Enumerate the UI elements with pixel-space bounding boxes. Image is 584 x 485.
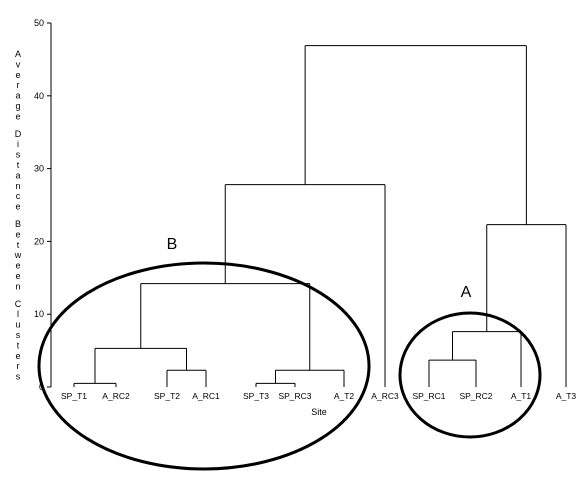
leaf-label: SP_T2	[154, 391, 180, 401]
leaf-label: A_RC2	[102, 391, 130, 401]
leaf-label: SP_T3	[243, 391, 269, 401]
y-tick-label: 50	[34, 18, 44, 28]
leaf-label: SP_T1	[61, 391, 87, 401]
y-tick-label: 30	[34, 164, 44, 174]
leaf-label: A_T1	[511, 391, 532, 401]
dendrogram-links	[73, 45, 567, 387]
leaf-label: SP_RC1	[412, 391, 445, 401]
leaf-label: A_RC1	[192, 391, 220, 401]
cluster-ellipse	[398, 311, 542, 439]
cluster-label: A	[461, 284, 472, 301]
leaf-labels: SP_T1 A_RC2 SP_T2 A_RC1 SP_T3 SP_RC3 A_T2 A_RC3…	[61, 391, 576, 401]
y-tick-label: 10	[34, 309, 44, 319]
leaf-label: SP_RC3	[278, 391, 311, 401]
leaf-label: SP_RC2	[459, 391, 492, 401]
leaf-label: A_RC3	[371, 391, 399, 401]
cluster-ellipse	[37, 261, 371, 471]
leaf-label: A_T2	[334, 391, 355, 401]
x-axis-title: Site	[311, 407, 327, 417]
cluster-annotations: BA	[37, 236, 542, 471]
leaf-label: A_T3	[556, 391, 577, 401]
y-tick-label: 40	[34, 91, 44, 101]
cluster-label: B	[167, 236, 178, 253]
y-tick-label: 20	[34, 236, 44, 246]
